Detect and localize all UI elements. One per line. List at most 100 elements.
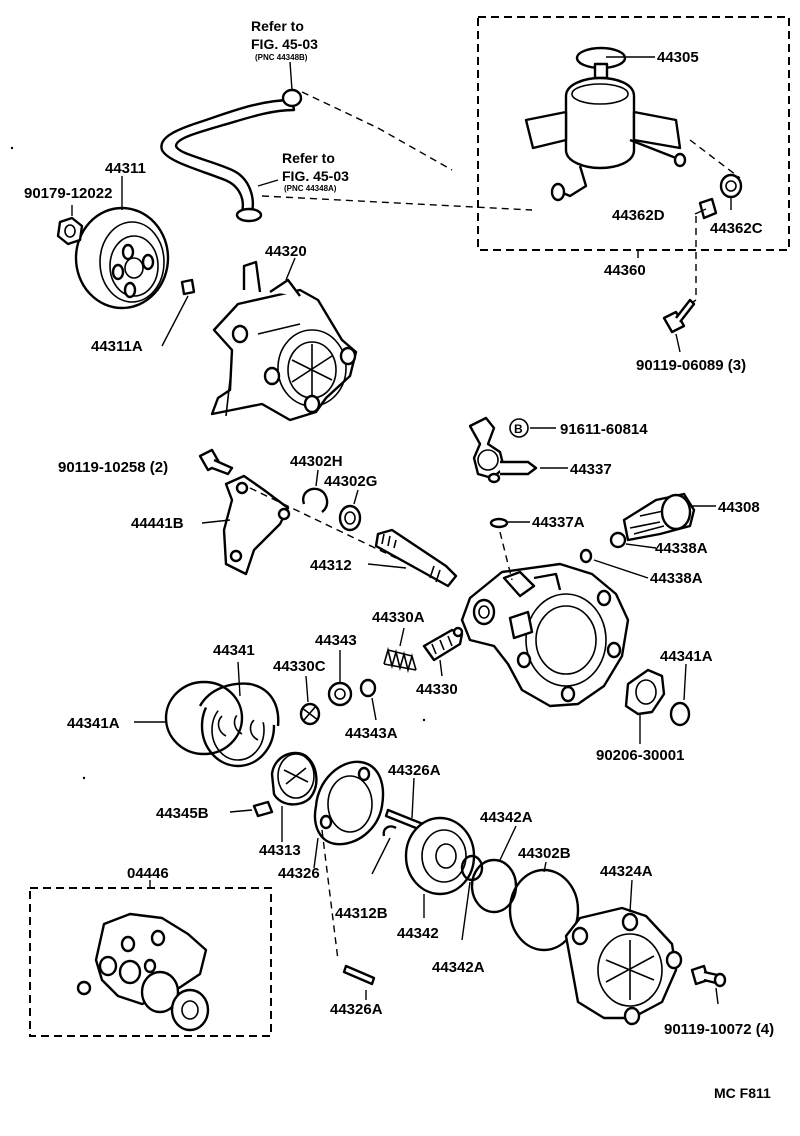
ref-top-line2: FIG. 45-03 <box>251 36 318 52</box>
leader-44342A-upper <box>499 825 517 861</box>
label-90119-10258: 90119-10258 (2) <box>58 459 168 476</box>
bolt-06089-part <box>662 298 696 334</box>
leader-44330A <box>399 627 405 647</box>
rear-cover-44324A-part <box>564 906 683 1026</box>
figure-code: MC F811 <box>714 1085 771 1101</box>
o-ring-44343A-part <box>359 678 377 698</box>
union-44308-part <box>622 492 696 542</box>
leader-44441B <box>201 519 231 524</box>
label-90119-10072: 90119-10072 (4) <box>664 1021 774 1038</box>
pressure-plate-44342-part <box>404 816 476 896</box>
label-44362D: 44362D <box>612 207 665 224</box>
key-44311A-part <box>180 278 196 296</box>
leader-44311A <box>161 295 189 347</box>
label-44312: 44312 <box>310 557 352 574</box>
o-ring-44338A-upper-part <box>609 531 627 549</box>
seal-44302G-part <box>338 504 362 532</box>
shaft-44312-part <box>374 528 458 588</box>
leader-44342A-lower <box>461 881 471 941</box>
o-ring-44338A-lower-part <box>579 548 593 564</box>
label-44343A: 44343A <box>345 725 398 742</box>
bolt-10072-part <box>690 964 727 988</box>
leader-44312 <box>367 563 407 569</box>
gasket-kit-04446-part <box>76 912 210 1032</box>
label-44302H: 44302H <box>290 453 343 470</box>
leader-44338A-lower <box>593 559 649 579</box>
stray-dot <box>422 718 426 722</box>
nut-12022-part <box>56 216 84 246</box>
ref-mid-pnc: (PNC 44348A) <box>284 184 337 193</box>
label-44337A: 44337A <box>532 514 585 531</box>
bracket-44441B-part <box>222 474 291 576</box>
plug-44343-part <box>327 681 353 707</box>
pump-housing-part <box>460 562 630 708</box>
leader-44345B <box>229 809 253 813</box>
label-44341A-right: 44341A <box>660 648 713 665</box>
reservoir-part <box>524 46 687 202</box>
vane-44345B-part <box>252 800 274 818</box>
label-44441B: 44441B <box>131 515 184 532</box>
leader-44326 <box>313 837 319 869</box>
label-44343: 44343 <box>315 632 357 649</box>
label-44337: 44337 <box>570 461 612 478</box>
hose-lower-dash <box>261 195 533 211</box>
label-44360: 44360 <box>604 262 646 279</box>
leader-44343A <box>371 697 377 721</box>
leader-44338A-upper <box>625 543 657 549</box>
label-44305: 44305 <box>657 49 699 66</box>
label-44338A-lower: 44338A <box>650 570 703 587</box>
label-44341: 44341 <box>213 642 255 659</box>
label-90206-30001: 90206-30001 <box>596 747 684 764</box>
label-44330A: 44330A <box>372 609 425 626</box>
side-plate-44326-part <box>313 760 385 846</box>
o-ring-44342A-inner-part <box>460 854 484 882</box>
label-44342A-lower: 44342A <box>432 959 485 976</box>
pump-assembly-part <box>210 260 358 422</box>
plate-90206-part <box>624 668 666 716</box>
label-44341A-left: 44341A <box>67 715 120 732</box>
label-04446: 04446 <box>127 865 169 882</box>
o-ring-44341A-right-part <box>669 701 691 727</box>
label-44311: 44311 <box>105 160 146 177</box>
label-44330C: 44330C <box>273 658 326 675</box>
pin-44326A-dash <box>321 829 339 961</box>
label-b-marker: B <box>514 422 523 436</box>
label-44313: 44313 <box>259 842 301 859</box>
leader-44330 <box>439 659 443 677</box>
bracket-dash <box>249 487 397 559</box>
leader-44341 <box>237 661 241 697</box>
leader-44330C <box>305 675 309 703</box>
label-44362C: 44362C <box>710 220 763 237</box>
label-44330: 44330 <box>416 681 458 698</box>
label-44324A: 44324A <box>600 863 653 880</box>
leader-ref-top <box>289 61 293 91</box>
label-44342: 44342 <box>397 925 439 942</box>
snap-ring-44302H-part <box>302 487 329 513</box>
label-90179-12022: 90179-12022 <box>24 185 112 202</box>
reservoir-c-dash <box>689 139 741 179</box>
leader-44362D <box>694 208 707 215</box>
label-44302G: 44302G <box>324 473 377 490</box>
o-ring-44337A-dash <box>499 531 513 581</box>
stray-dot <box>82 776 86 780</box>
ref-top-line1: Refer to <box>251 18 304 34</box>
stray-dot <box>10 146 14 150</box>
leader-44302H <box>315 469 319 487</box>
label-44311A: 44311A <box>91 338 143 355</box>
label-44320: 44320 <box>265 243 307 260</box>
label-44345B: 44345B <box>156 805 209 822</box>
label-44312B: 44312B <box>335 905 388 922</box>
hose-to-reservoir-dash <box>301 91 379 129</box>
label-44326A-lower: 44326A <box>330 1001 383 1018</box>
union-fitting-44337-part <box>468 416 538 484</box>
hose-44362D-part <box>698 197 718 220</box>
pin-44326A-lower-part <box>342 964 376 986</box>
leader-44320 <box>285 257 296 281</box>
seat-44330C-part <box>299 702 321 726</box>
leader-44341A-right <box>683 663 687 701</box>
label-44338A-upper: 44338A <box>655 540 708 557</box>
clamp-44362C-part <box>719 173 743 199</box>
ref-mid-line2: FIG. 45-03 <box>282 168 349 184</box>
